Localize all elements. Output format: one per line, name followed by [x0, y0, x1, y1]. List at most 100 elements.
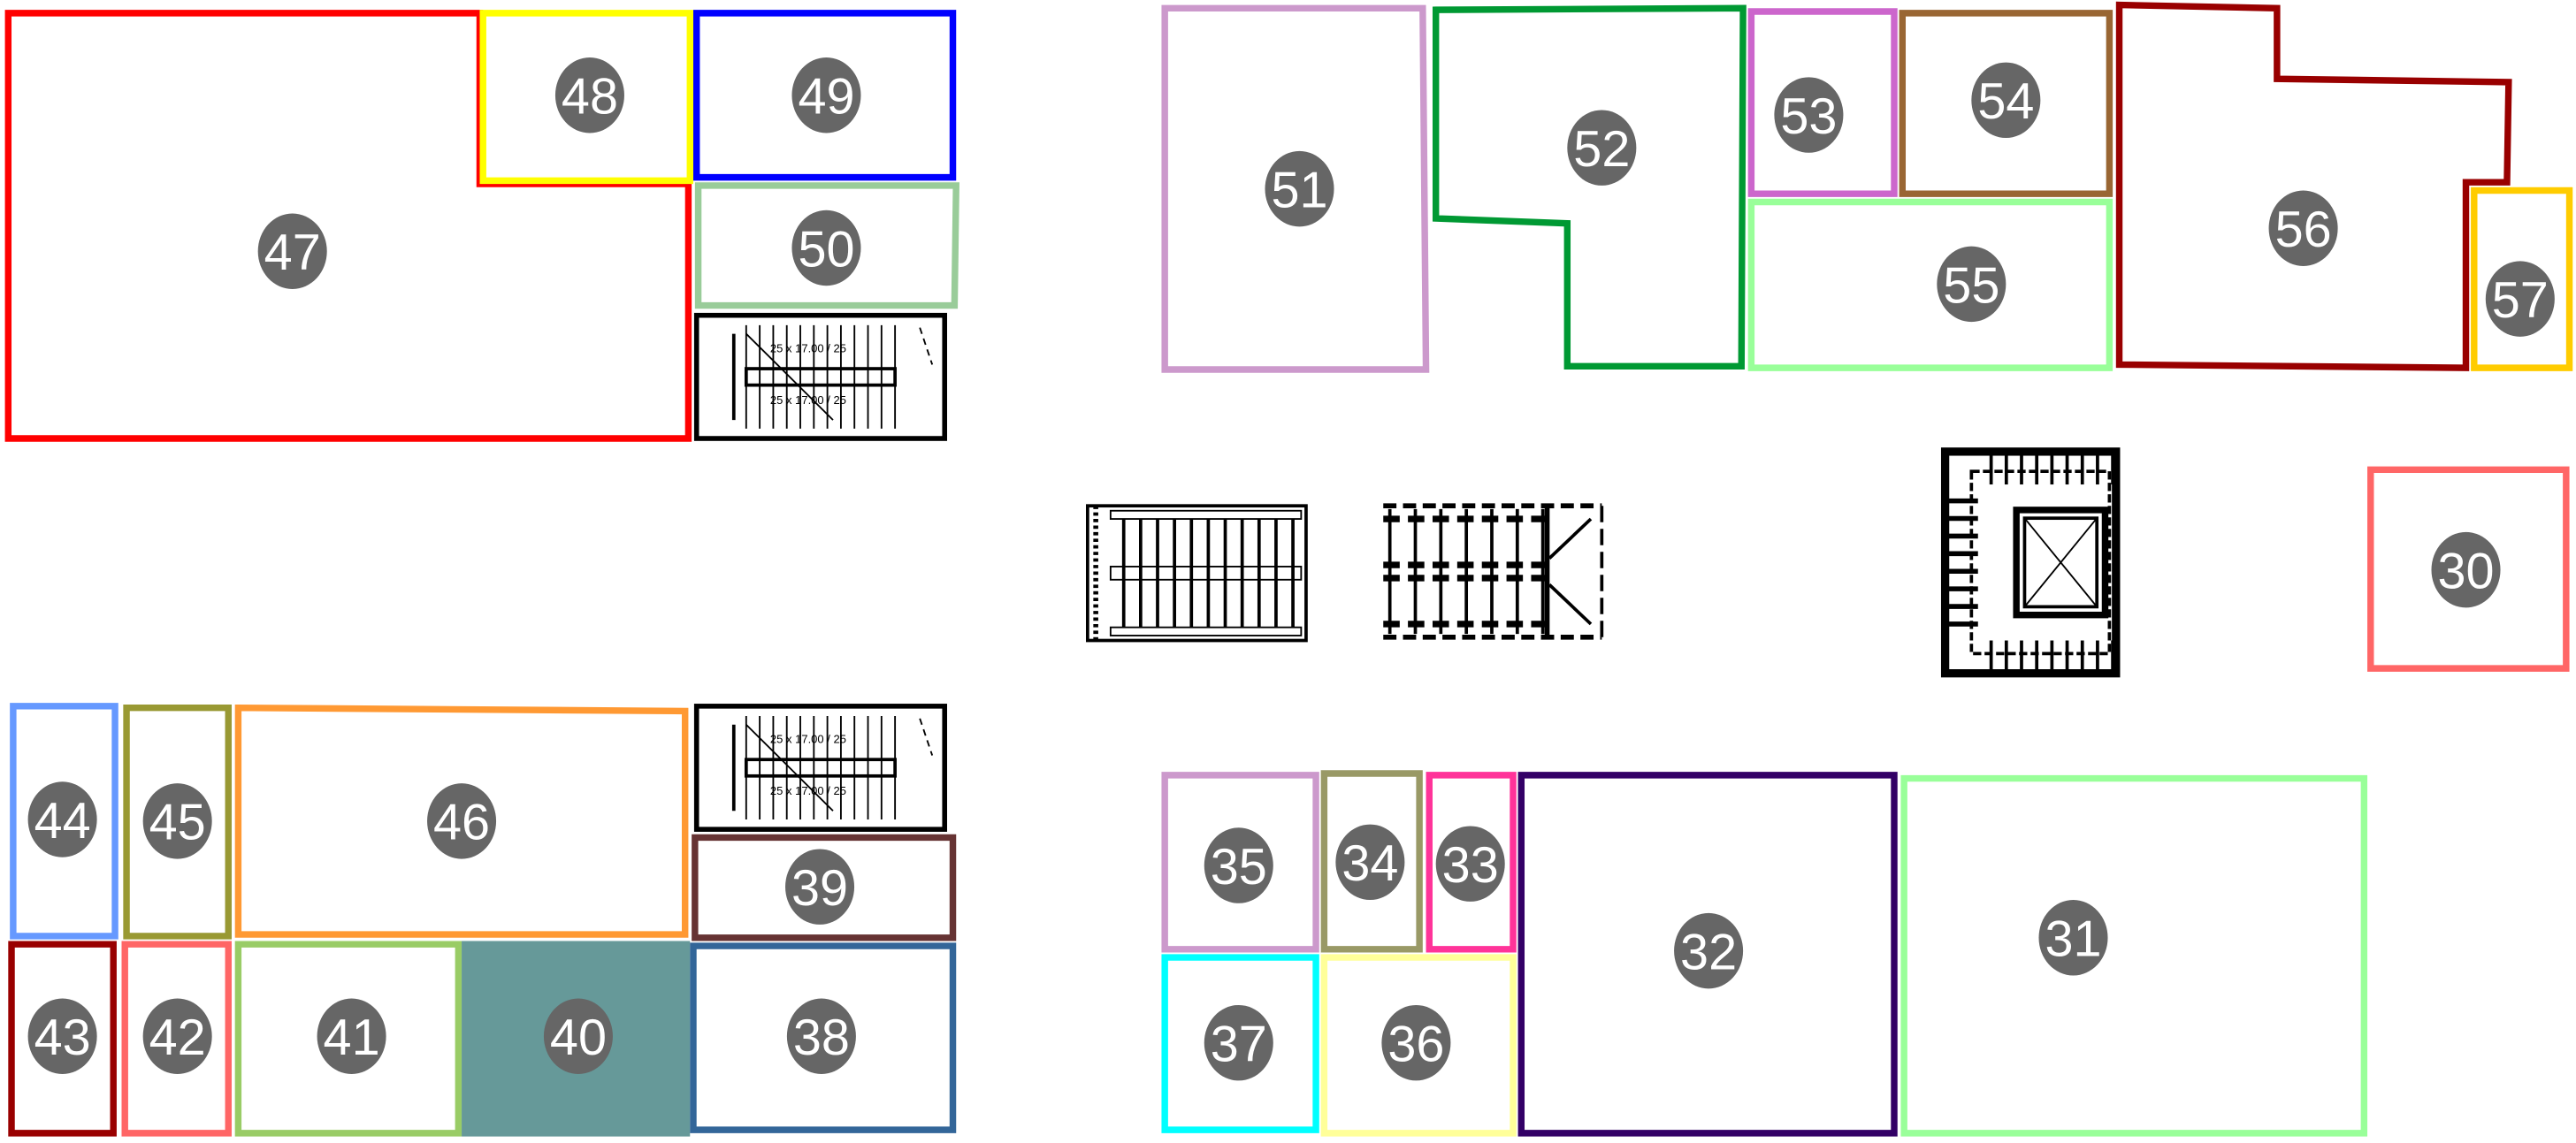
badge-circle: [427, 783, 497, 859]
room-44: [10, 703, 118, 940]
stair-bottom-left: 25 x 17.00 / 25 25 x 17.00 / 25: [693, 704, 948, 832]
badge-circle: [1335, 824, 1405, 901]
room-label-badge: 32: [1674, 912, 1744, 989]
room-number: 37: [1211, 1017, 1267, 1073]
room-label-badge: 35: [1204, 827, 1273, 903]
room-36: [1320, 954, 1517, 1137]
room-number: 40: [550, 1010, 607, 1066]
room-41: [234, 941, 462, 1137]
room-number: 35: [1211, 839, 1267, 895]
room-label-badge: 49: [791, 57, 861, 133]
stair-middle: [1383, 503, 1604, 640]
room-number: 41: [324, 1010, 380, 1066]
badge-circle: [1265, 150, 1334, 227]
room-32: [1517, 772, 1898, 1137]
room-49: [692, 10, 957, 181]
room-50: [694, 182, 959, 309]
badge-circle: [1971, 62, 2041, 139]
badge-circle: [554, 57, 624, 133]
room-number: 31: [2045, 911, 2101, 968]
room-number: 51: [1271, 163, 1327, 219]
room-35: [1161, 772, 1319, 953]
badge-circle: [1435, 826, 1505, 902]
room-label-badge: 54: [1971, 62, 2041, 139]
room-30: [2367, 466, 2570, 672]
room-label-badge: 56: [2268, 190, 2338, 266]
badge-circle: [1381, 1004, 1451, 1081]
room-53: [1747, 8, 1898, 197]
badge-circle: [2431, 531, 2501, 608]
room-54: [1899, 10, 2114, 197]
room-56: [2115, 1, 2512, 371]
room-number: 45: [149, 795, 206, 851]
room-label-badge: 51: [1265, 150, 1334, 227]
badge-circle: [1937, 246, 2007, 323]
room-34: [1320, 770, 1423, 953]
room-number: 47: [264, 225, 321, 281]
badge-circle: [791, 57, 861, 133]
room-label-badge: 53: [1774, 77, 1844, 153]
room-number: 53: [1780, 88, 1837, 145]
room-43: [8, 941, 117, 1137]
stair-top-left: 25 x 17.00 / 25 25 x 17.00 / 25: [693, 312, 948, 441]
room-label-badge: 43: [27, 998, 97, 1074]
room-label-badge: 44: [27, 781, 97, 857]
room-46: [234, 704, 689, 938]
room-52: [1432, 4, 1747, 370]
badge-circle: [1774, 77, 1844, 153]
room-label-badge: 30: [2431, 531, 2501, 608]
room-number: 52: [1573, 121, 1630, 178]
badge-circle: [786, 998, 856, 1074]
badge-circle: [791, 210, 861, 286]
room-number: 44: [34, 793, 91, 850]
room-label-badge: 36: [1381, 1004, 1451, 1081]
room-label-badge: 37: [1204, 1004, 1273, 1081]
room-label-badge: 52: [1567, 110, 1637, 186]
room-number: 48: [562, 69, 618, 126]
room-label-badge: 33: [1435, 826, 1505, 902]
room-label-badge: 55: [1937, 246, 2007, 323]
room-label-badge: 39: [785, 849, 855, 925]
badge-circle: [1567, 110, 1637, 186]
stair-dimension-label: 25 x 17.00 / 25: [770, 733, 846, 746]
room-label-badge: 48: [554, 57, 624, 133]
escalator-left: [1085, 504, 1308, 643]
room-label-badge: 40: [543, 998, 613, 1074]
badge-circle: [142, 998, 212, 1074]
room-number: 42: [149, 1010, 206, 1066]
badge-circle: [1204, 827, 1273, 903]
room-label-badge: 57: [2485, 261, 2555, 337]
elevator-stair-core: [1940, 447, 2121, 678]
stair-dimension-label: 25 x 17.00 / 25: [770, 341, 846, 354]
room-number: 32: [1680, 924, 1737, 980]
room-number: 43: [34, 1010, 91, 1066]
room-33: [1426, 772, 1517, 953]
stair-dimension-label: 25 x 17.00 / 25: [770, 784, 846, 797]
room-number: 30: [2437, 544, 2494, 600]
room-57: [2471, 187, 2573, 371]
room-number: 56: [2275, 202, 2332, 258]
stair-dimension-label: 25 x 17.00 / 25: [770, 393, 846, 407]
badge-circle: [257, 213, 327, 289]
room-number: 50: [798, 221, 854, 278]
room-number: 34: [1342, 835, 1398, 892]
room-42: [121, 941, 232, 1137]
room-number: 36: [1387, 1017, 1444, 1073]
room-label-badge: 47: [257, 213, 327, 289]
badge-circle: [2038, 900, 2108, 976]
room-label-badge: 45: [142, 783, 212, 859]
badge-circle: [27, 998, 97, 1074]
room-45: [123, 704, 232, 940]
room-label-badge: 31: [2038, 900, 2108, 976]
badge-circle: [27, 781, 97, 857]
room-number: 38: [793, 1010, 850, 1066]
room-number: 55: [1943, 257, 1999, 314]
badges-layer: 47 48 49 50 51 52 53 54 55 56 57 30 44 45 46 39 43 42 41 40…: [27, 57, 2555, 1081]
room-51: [1161, 4, 1430, 373]
room-48: [479, 10, 693, 185]
room-31: [1900, 774, 2368, 1137]
room-39: [692, 834, 957, 941]
room-label-badge: 46: [427, 783, 497, 859]
